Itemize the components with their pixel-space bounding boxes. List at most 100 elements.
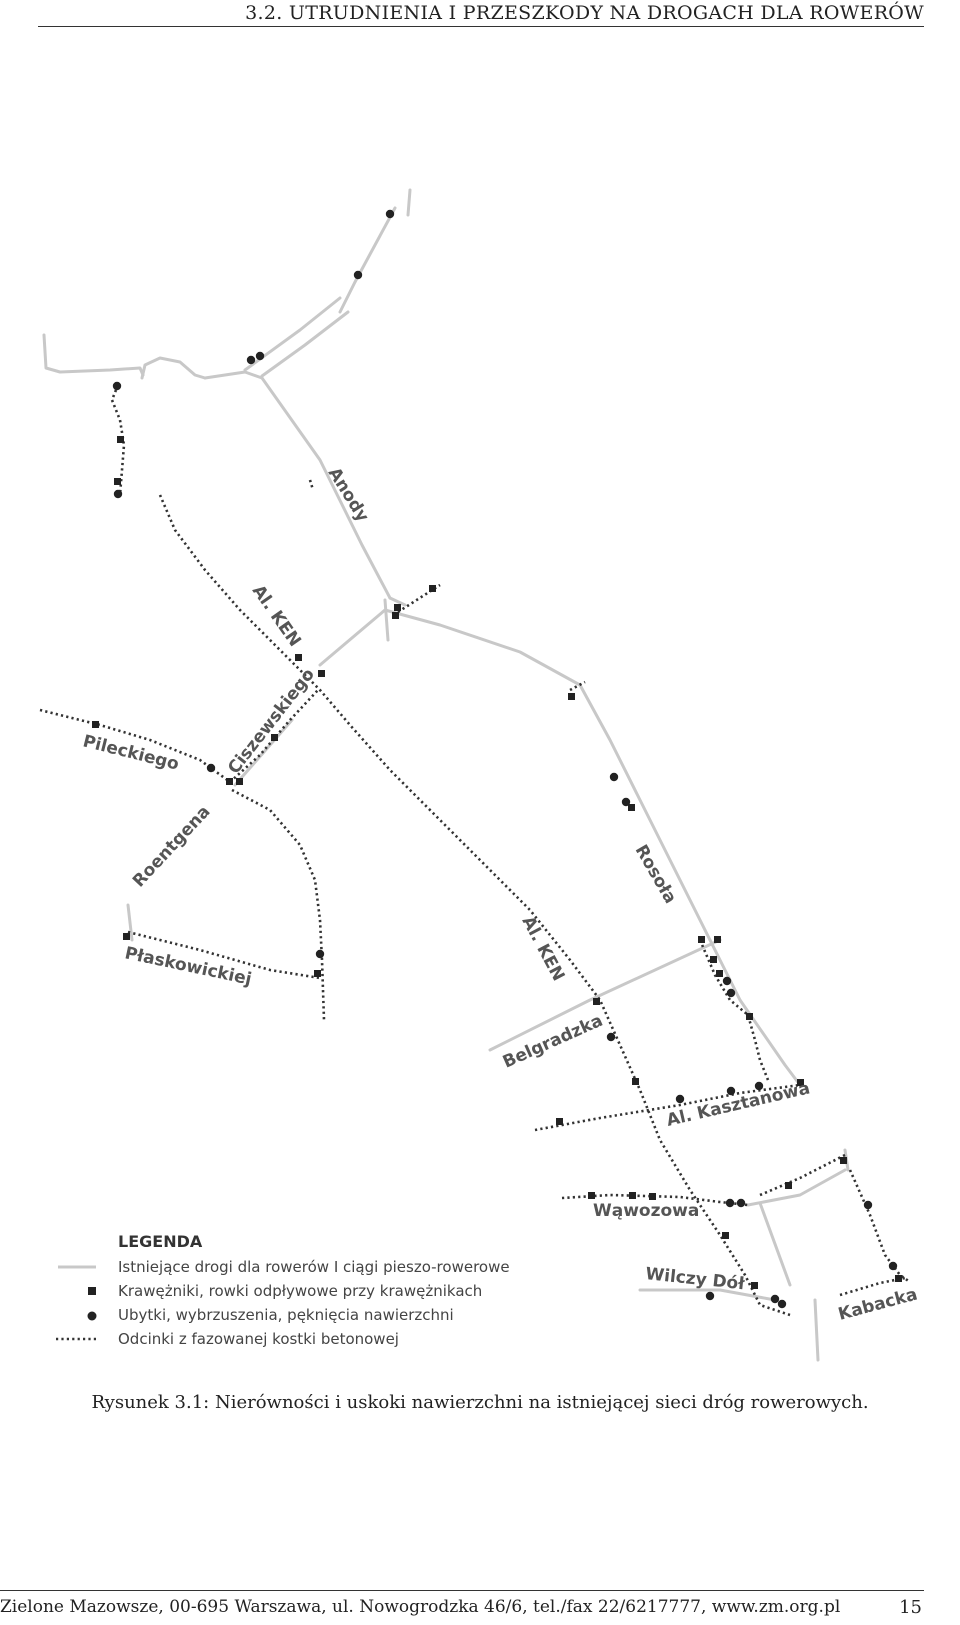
road-ne-branch-2 bbox=[260, 310, 350, 378]
footer-rule bbox=[0, 1590, 924, 1591]
road-south-vertical bbox=[813, 1298, 820, 1362]
rosola-road bbox=[708, 938, 802, 1087]
curb-marker bbox=[714, 936, 721, 943]
road-top-diagonal bbox=[338, 206, 397, 314]
damage-marker bbox=[705, 1291, 715, 1301]
legend-item-road: Istniejące drogi dla rowerów I ciągi pie… bbox=[56, 1256, 576, 1278]
anody-road bbox=[260, 376, 392, 600]
damage-marker bbox=[754, 1081, 764, 1091]
road-left-spur bbox=[383, 598, 390, 642]
road-center-link bbox=[203, 370, 264, 380]
damage-marker bbox=[770, 1294, 780, 1304]
street-label-plaskowickiej: Płaskowickiej bbox=[123, 943, 253, 989]
street-label-rosola: Rosoła bbox=[631, 842, 681, 908]
road-anody-east bbox=[388, 596, 407, 607]
damage-marker bbox=[609, 772, 619, 782]
damage-marker bbox=[736, 1198, 746, 1208]
curb-marker bbox=[698, 936, 705, 943]
legend-item-curb: Krawężniki, rowki odpływowe przy krawężn… bbox=[56, 1280, 576, 1302]
curb-marker bbox=[114, 478, 121, 485]
curb-marker bbox=[629, 1192, 636, 1199]
damage-marker bbox=[726, 1086, 736, 1096]
curb-marker bbox=[394, 604, 401, 611]
dotted-anody-stub bbox=[308, 479, 315, 491]
road-line-icon bbox=[58, 1265, 96, 1269]
curb-marker bbox=[716, 970, 723, 977]
damage-marker bbox=[606, 1032, 616, 1042]
curb-marker bbox=[429, 585, 436, 592]
running-head: 3.2. UTRUDNIENIA I PRZESZKODY NA DROGACH… bbox=[245, 2, 924, 24]
curb-marker bbox=[314, 970, 321, 977]
road-wawozowa-branch-2 bbox=[746, 1168, 847, 1207]
figure-caption: Rysunek 3.1: Nierówności i uskoki nawier… bbox=[91, 1392, 869, 1413]
legend-item-label: Istniejące drogi dla rowerów I ciągi pie… bbox=[118, 1258, 510, 1276]
curb-marker bbox=[123, 933, 130, 940]
legend-item-label: Ubytki, wybrzuszenia, pęknięcia nawierzc… bbox=[118, 1306, 454, 1324]
road-network bbox=[42, 188, 850, 1362]
street-label-ciszewskiego: Ciszewskiego bbox=[224, 665, 319, 778]
curb-marker bbox=[785, 1182, 792, 1189]
bike-path-map: .road { fill: none; stroke: #c8c8c8; str… bbox=[39, 188, 920, 1362]
curb-marker bbox=[632, 1078, 639, 1085]
circle-marker-icon bbox=[87, 1311, 97, 1321]
damage-marker bbox=[112, 381, 122, 391]
dotted-kasztanowa bbox=[534, 1083, 801, 1132]
curb-marker bbox=[568, 693, 575, 700]
curb-marker bbox=[236, 778, 243, 785]
damage-marker bbox=[725, 1198, 735, 1208]
damage-marker bbox=[353, 270, 363, 280]
damage-marker bbox=[888, 1261, 898, 1271]
damage-marker bbox=[255, 351, 265, 361]
legend-item-paving: Odcinki z fazowanej kostki betonowej bbox=[56, 1328, 576, 1350]
footer-text: Zielone Mazowsze, 00-695 Warszawa, ul. N… bbox=[0, 1597, 841, 1617]
damage-markers bbox=[112, 209, 898, 1309]
curb-marker bbox=[751, 1282, 758, 1289]
curb-marker bbox=[318, 670, 325, 677]
square-marker-icon bbox=[88, 1287, 96, 1295]
damage-marker bbox=[315, 949, 325, 959]
curb-marker bbox=[295, 654, 302, 661]
curb-marker bbox=[92, 721, 99, 728]
damage-marker bbox=[385, 209, 395, 219]
damage-marker bbox=[777, 1299, 787, 1309]
street-label-wawozowa: Wąwozowa bbox=[593, 1201, 699, 1221]
legend-title: LEGENDA bbox=[118, 1232, 203, 1251]
curb-marker bbox=[226, 778, 233, 785]
legend-item-label: Odcinki z fazowanej kostki betonowej bbox=[118, 1330, 399, 1348]
legend-item-label: Krawężniki, rowki odpływowe przy krawężn… bbox=[118, 1282, 483, 1300]
street-label-kabacka: Kabacka bbox=[836, 1285, 920, 1325]
curb-marker bbox=[649, 1193, 656, 1200]
road-west-loop bbox=[42, 333, 145, 377]
damage-marker bbox=[722, 976, 732, 986]
dotted-rosola-east bbox=[698, 939, 770, 1081]
road-wawozowa-branch-1 bbox=[758, 1201, 792, 1287]
dotted-line-icon bbox=[56, 1337, 98, 1341]
damage-marker bbox=[726, 988, 736, 998]
belgradzka-road bbox=[488, 938, 722, 1052]
road-wide-diagonal bbox=[318, 608, 712, 942]
damage-marker bbox=[863, 1200, 873, 1210]
road-plaskowickiej-west bbox=[126, 903, 134, 942]
curb-marker bbox=[271, 734, 278, 741]
curb-marker bbox=[840, 1157, 847, 1164]
curb-marker bbox=[797, 1079, 804, 1086]
curb-markers bbox=[92, 436, 902, 1289]
damage-marker bbox=[113, 489, 123, 499]
legend-item-damage: Ubytki, wybrzuszenia, pęknięcia nawierzc… bbox=[56, 1304, 576, 1326]
curb-marker bbox=[556, 1118, 563, 1125]
curb-marker bbox=[628, 804, 635, 811]
dotted-kabacka-north bbox=[759, 1153, 846, 1197]
damage-marker bbox=[246, 355, 256, 365]
header-rule bbox=[38, 26, 924, 27]
curb-marker bbox=[593, 998, 600, 1005]
curb-marker bbox=[895, 1275, 902, 1282]
road-top-north bbox=[406, 188, 412, 217]
curb-marker bbox=[722, 1232, 729, 1239]
damage-marker bbox=[206, 763, 216, 773]
dotted-kabacka bbox=[848, 1169, 911, 1284]
curb-marker bbox=[746, 1013, 753, 1020]
curb-marker bbox=[392, 612, 399, 619]
street-label-al-ken-north: Al. KEN bbox=[248, 581, 305, 650]
curb-marker bbox=[588, 1192, 595, 1199]
